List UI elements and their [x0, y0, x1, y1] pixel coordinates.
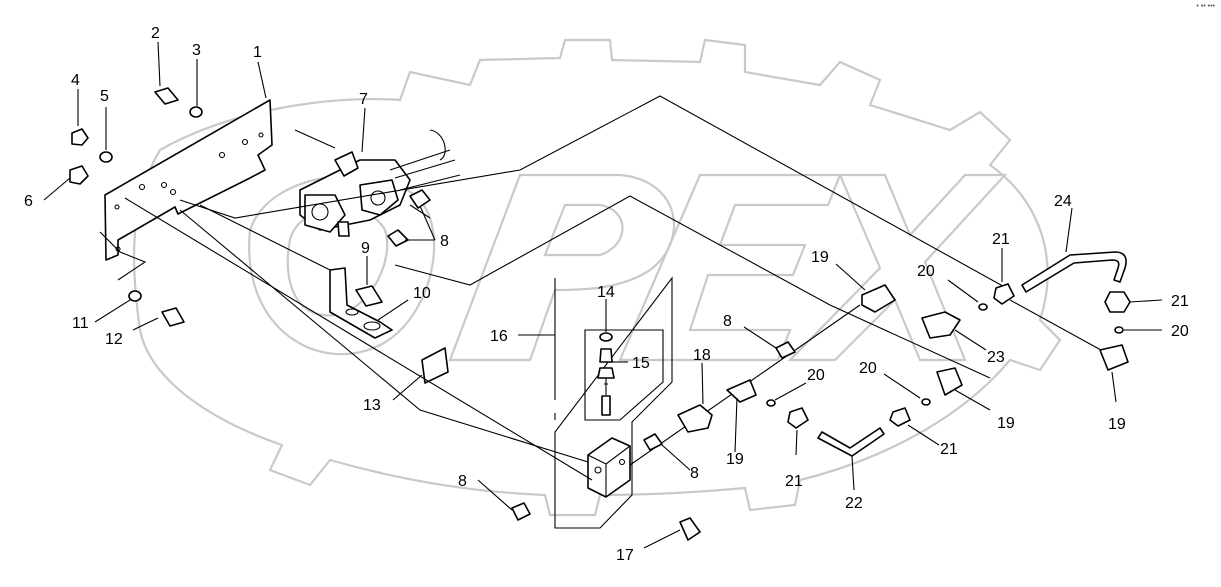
- callout-12: 12: [105, 331, 123, 348]
- nut: [69, 165, 89, 185]
- callout-21: 21: [785, 473, 803, 490]
- hydraulic-tubes: [817, 251, 1127, 457]
- nut: [993, 283, 1015, 305]
- watermark-logo: [132, 38, 1062, 517]
- cartridge-valve: [597, 332, 615, 416]
- adapter-fitting: [775, 341, 796, 359]
- elbow-fitting: [861, 284, 896, 313]
- control-valve: [299, 129, 461, 237]
- elbow-union: [921, 311, 961, 339]
- callout-1: 1: [253, 44, 262, 61]
- callout-8: 8: [440, 233, 449, 250]
- valve-block-assembly-outline: [554, 276, 673, 529]
- mounting-plate: [99, 99, 273, 281]
- bolt: [679, 517, 701, 541]
- callout-11: 11: [72, 315, 89, 332]
- callout-6: 6: [24, 193, 33, 210]
- watermark-letter-x: [787, 173, 1008, 362]
- assembly-lines: [124, 95, 1111, 481]
- callout-20: 20: [1171, 323, 1189, 340]
- olive: [766, 399, 776, 407]
- callout-20: 20: [917, 263, 935, 280]
- callout-15: 15: [632, 355, 650, 372]
- callout-13: 13: [363, 397, 381, 414]
- olive: [1114, 326, 1124, 334]
- callout-16: 16: [490, 328, 508, 345]
- callout-14: 14: [597, 284, 615, 301]
- bolt: [154, 87, 179, 105]
- tee-fitting: [677, 404, 713, 433]
- tube-24: [1021, 251, 1127, 293]
- nut: [71, 128, 89, 146]
- adapter-fitting: [643, 433, 663, 451]
- callout-19: 19: [726, 451, 744, 468]
- callout-22: 22: [845, 495, 863, 512]
- adapter-fitting: [409, 189, 431, 209]
- callout-21: 21: [940, 441, 958, 458]
- callout-21: 21: [1171, 293, 1189, 310]
- callout-24: 24: [1054, 193, 1072, 210]
- valve-block: [587, 437, 631, 498]
- callout-20: 20: [807, 367, 825, 384]
- callout-9: 9: [361, 240, 370, 257]
- pad-plate: [421, 347, 449, 384]
- callout-20: 20: [859, 360, 877, 377]
- corner-mark: • •• •••: [1196, 3, 1215, 10]
- washer: [128, 290, 142, 302]
- adapter-fitting: [511, 502, 531, 521]
- watermark-gear: [132, 38, 1062, 517]
- callout-19: 19: [1108, 416, 1126, 433]
- callout-2: 2: [151, 25, 160, 42]
- callout-7: 7: [359, 91, 368, 108]
- callout-labels: 1 2 3 4 5 6 7 8 9 10 11 12 13 14 15 16 1…: [24, 25, 1189, 564]
- bolt: [355, 285, 383, 307]
- bracket: [329, 267, 393, 339]
- nut: [889, 407, 911, 427]
- callout-23: 23: [987, 349, 1005, 366]
- nut: [1104, 291, 1131, 313]
- washer: [99, 151, 113, 163]
- callout-18: 18: [693, 347, 711, 364]
- watermark-letter-p: [448, 173, 675, 362]
- washer: [189, 106, 203, 118]
- elbow-fitting: [726, 379, 757, 403]
- callout-3: 3: [192, 42, 201, 59]
- callout-5: 5: [100, 88, 109, 105]
- tube-22: [817, 427, 885, 457]
- elbow-fitting: [936, 367, 963, 396]
- callout-8: 8: [458, 473, 467, 490]
- callout-8: 8: [723, 313, 732, 330]
- adapter-fitting: [387, 229, 409, 247]
- callout-19: 19: [997, 415, 1015, 432]
- callout-8: 8: [690, 465, 699, 482]
- callout-4: 4: [71, 72, 80, 89]
- callout-21: 21: [992, 231, 1010, 248]
- bolt: [161, 307, 185, 327]
- callout-19: 19: [811, 249, 829, 266]
- nut: [787, 407, 809, 429]
- olive: [978, 303, 988, 311]
- fittings: [69, 87, 1131, 541]
- leader-lines: [43, 41, 1163, 549]
- olive: [921, 398, 931, 406]
- callout-10: 10: [413, 285, 431, 302]
- elbow-fitting: [1099, 344, 1129, 371]
- callout-17: 17: [616, 547, 634, 564]
